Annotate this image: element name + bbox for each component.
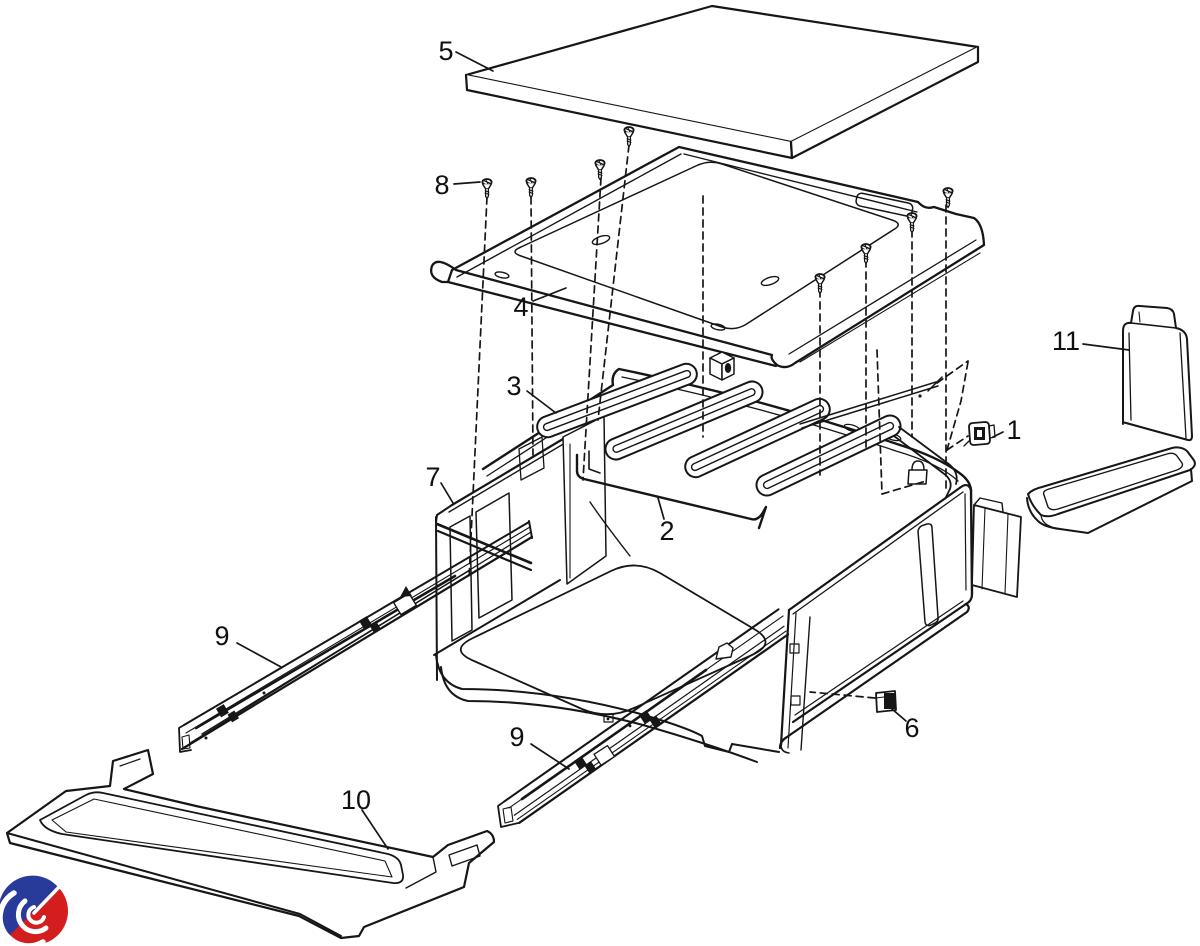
svg-text:9: 9: [509, 722, 524, 752]
svg-text:1: 1: [1006, 415, 1021, 445]
svg-text:4: 4: [513, 292, 528, 322]
svg-text:7: 7: [425, 462, 440, 492]
svg-text:2: 2: [659, 516, 674, 546]
svg-text:3: 3: [506, 371, 521, 401]
svg-text:11: 11: [1052, 326, 1080, 356]
svg-text:8: 8: [434, 170, 449, 200]
svg-text:5: 5: [438, 36, 453, 66]
svg-text:9: 9: [214, 621, 229, 651]
svg-text:10: 10: [341, 785, 371, 815]
svg-text:6: 6: [904, 713, 919, 743]
